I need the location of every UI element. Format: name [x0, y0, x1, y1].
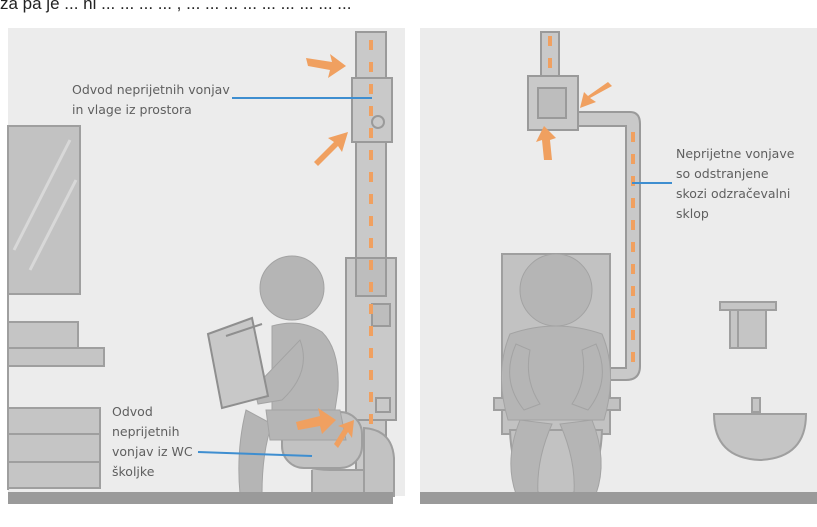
airflow-dash [631, 352, 635, 362]
mirror-icon [8, 126, 80, 294]
airflow-dash [369, 238, 373, 248]
airflow-dash [631, 154, 635, 164]
airflow-dash [369, 194, 373, 204]
airflow-dash [369, 84, 373, 94]
airflow-dash [369, 62, 373, 72]
airflow-dash [369, 348, 373, 358]
airflow-dash [369, 370, 373, 380]
airflow-dash [369, 414, 373, 424]
airflow-dash [369, 128, 373, 138]
label-odor-removal: Neprijetne vonjave so odstranjene skozi … [676, 144, 794, 224]
airflow-dash [369, 326, 373, 336]
airflow-dash [631, 330, 635, 340]
airflow-dash [631, 198, 635, 208]
airflow-dash [369, 106, 373, 116]
airflow-dash [369, 216, 373, 226]
airflow-dash [631, 264, 635, 274]
airflow-dash [369, 282, 373, 292]
airflow-dash [369, 172, 373, 182]
airflow-dash [631, 176, 635, 186]
label-toilet-bowl-exhaust: Odvod neprijetnih vonjav iz WC školjke [112, 402, 193, 482]
airflow-dash [631, 286, 635, 296]
airflow-dash [631, 242, 635, 252]
airflow-dash [548, 36, 552, 46]
floor-right [420, 492, 817, 504]
airflow-dash [369, 260, 373, 270]
airflow-dash [369, 304, 373, 314]
airflow-dash [369, 40, 373, 50]
label-room-exhaust: Odvod neprijetnih vonjav in vlage iz pro… [72, 80, 230, 120]
airflow-dash [369, 392, 373, 402]
airflow-dash [631, 308, 635, 318]
airflow-dash [631, 132, 635, 142]
airflow-dash [548, 58, 552, 68]
airflow-dash [369, 150, 373, 160]
airflow-dash [631, 220, 635, 230]
floor-left [8, 492, 393, 504]
